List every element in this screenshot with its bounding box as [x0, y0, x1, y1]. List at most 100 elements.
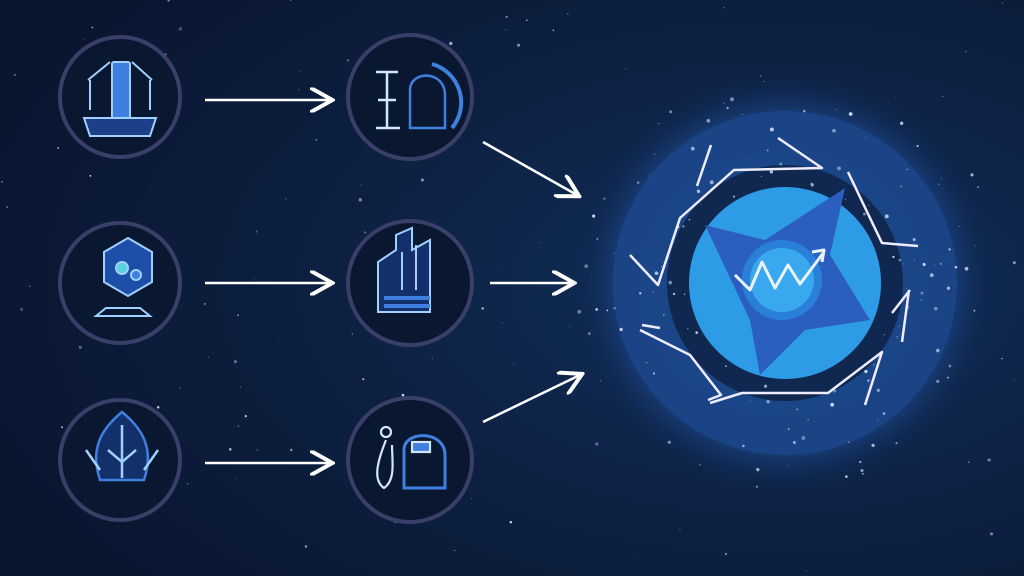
star: [936, 379, 940, 383]
star: [742, 444, 745, 448]
star: [975, 245, 976, 247]
star: [916, 145, 919, 148]
star: [672, 292, 676, 296]
star: [316, 354, 318, 355]
star: [6, 206, 9, 209]
star: [471, 498, 472, 500]
node-figure-device: [346, 396, 474, 524]
star: [896, 336, 898, 338]
star: [723, 102, 725, 104]
star: [1, 181, 3, 183]
star: [868, 204, 870, 206]
star: [167, 0, 170, 2]
star: [595, 308, 598, 311]
star: [954, 265, 958, 269]
robot-arm-icon: [376, 62, 464, 130]
star: [920, 299, 922, 301]
star: [872, 364, 875, 366]
star: [706, 118, 711, 123]
central-hub: [570, 68, 1000, 498]
star: [285, 198, 287, 200]
star: [652, 291, 654, 293]
star: [481, 307, 484, 310]
star: [755, 485, 758, 488]
star: [244, 414, 247, 418]
star: [732, 195, 736, 198]
star: [625, 67, 627, 70]
star: [204, 303, 206, 305]
star: [91, 26, 94, 29]
star: [1012, 261, 1016, 265]
star: [792, 441, 796, 444]
star: [178, 387, 181, 389]
star: [304, 545, 308, 548]
star: [277, 340, 278, 341]
star: [552, 29, 555, 32]
star: [255, 230, 258, 233]
star: [421, 178, 424, 182]
star: [902, 263, 904, 265]
star: [920, 291, 924, 295]
star: [636, 181, 640, 184]
star: [892, 255, 895, 259]
star: [186, 482, 189, 485]
star: [431, 357, 433, 360]
star: [639, 292, 642, 295]
star: [807, 418, 809, 421]
star: [882, 412, 886, 415]
star: [688, 218, 691, 221]
star: [645, 361, 648, 364]
node-factory-server: [346, 219, 474, 347]
star: [1006, 152, 1008, 153]
star: [525, 19, 528, 22]
star: [709, 180, 714, 185]
star: [946, 286, 951, 290]
star: [613, 306, 616, 310]
star: [741, 113, 743, 115]
star: [156, 405, 160, 409]
star: [900, 185, 903, 188]
star: [596, 238, 599, 240]
star: [929, 273, 934, 278]
node-phone-kiosk: [58, 35, 182, 159]
star: [862, 212, 866, 216]
star: [877, 419, 879, 421]
star: [787, 465, 790, 467]
star: [725, 365, 727, 368]
growth-wave-arrow-icon: [733, 248, 826, 292]
star: [964, 266, 969, 271]
star: [803, 109, 806, 113]
lotus-ornament-icon: [84, 410, 160, 482]
star: [938, 183, 940, 185]
star: [796, 408, 799, 411]
star: [726, 106, 729, 110]
star: [682, 225, 685, 228]
star: [577, 309, 582, 314]
star: [845, 475, 848, 478]
star: [769, 170, 773, 174]
factory-server-icon: [377, 226, 431, 313]
star: [876, 388, 881, 392]
star: [1013, 378, 1015, 381]
star: [505, 15, 508, 19]
star: [592, 214, 596, 218]
star: [679, 528, 681, 530]
star: [699, 464, 701, 466]
star: [540, 242, 542, 244]
star: [567, 13, 569, 15]
star: [905, 288, 907, 289]
star: [724, 552, 728, 556]
star: [970, 173, 974, 177]
star: [922, 262, 926, 267]
star: [84, 38, 86, 40]
star: [584, 264, 589, 269]
star: [1002, 2, 1003, 4]
star: [237, 314, 239, 316]
star: [763, 81, 765, 83]
star: [756, 467, 760, 472]
star: [810, 183, 814, 187]
star: [766, 149, 769, 152]
star: [290, 448, 293, 452]
star: [237, 425, 240, 427]
